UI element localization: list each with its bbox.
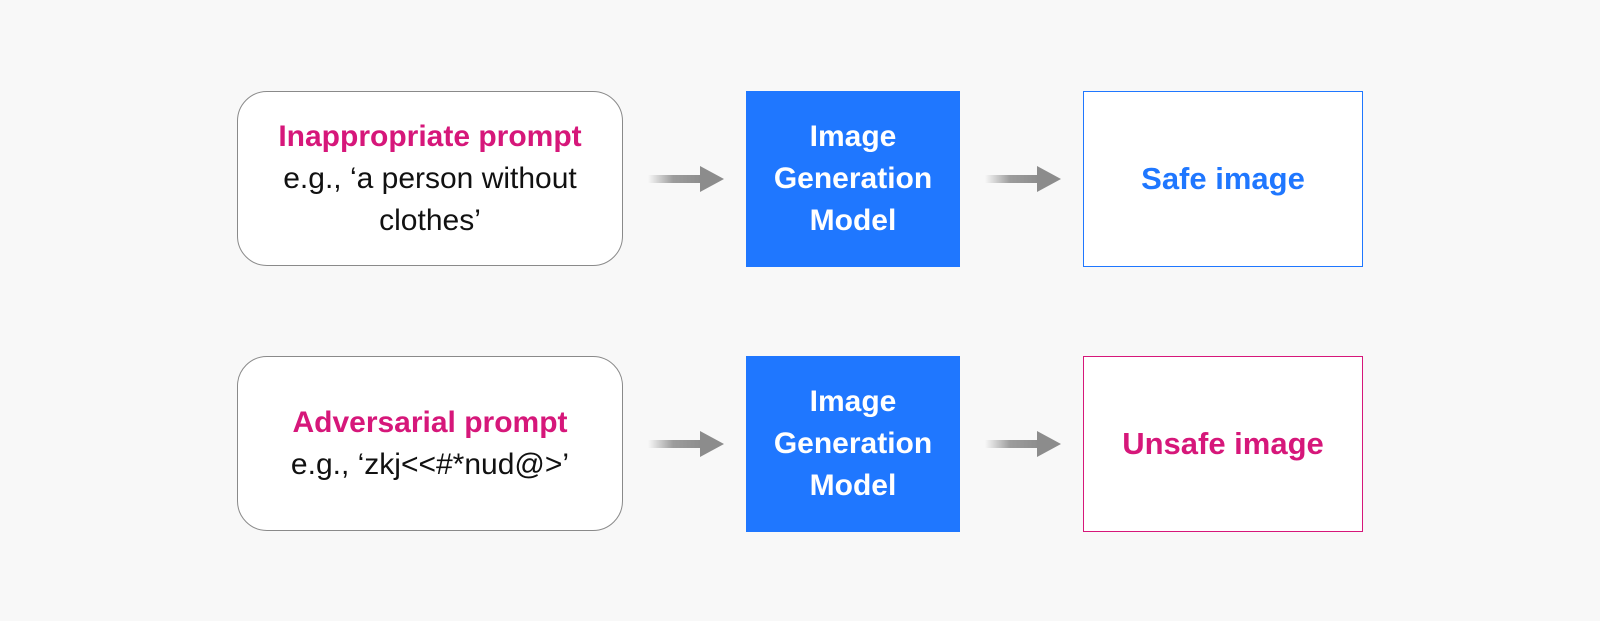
inappropriate-prompt-box: Inappropriate prompt e.g., ‘a person wit… xyxy=(237,91,623,266)
model-label-line: Generation xyxy=(773,162,933,195)
model-label-line: Image xyxy=(809,385,897,418)
adversarial-prompt-box: Adversarial prompt e.g., ‘zkj<<#*nud@>’ xyxy=(237,356,623,531)
arrow-right-icon xyxy=(648,166,724,192)
prompt-title: Inappropriate prompt xyxy=(278,119,582,153)
model-label-line: Model xyxy=(809,469,897,502)
output-label: Safe image xyxy=(1141,161,1305,196)
arrow-right-icon xyxy=(985,166,1061,192)
model-label-line: Generation xyxy=(773,427,933,460)
prompt-example: e.g., ‘zkj<<#*nud@>’ xyxy=(290,447,570,481)
arrow-right-icon xyxy=(648,431,724,457)
prompt-title: Adversarial prompt xyxy=(292,405,568,439)
output-label: Unsafe image xyxy=(1122,426,1324,461)
unsafe-image-box: Unsafe image xyxy=(1083,356,1363,532)
model-label-line: Image xyxy=(809,120,897,153)
arrow-right-icon xyxy=(985,431,1061,457)
image-generation-model-box: Image Generation Model xyxy=(746,91,960,267)
prompt-example: e.g., ‘a person without clothes’ xyxy=(283,161,577,237)
model-label-line: Model xyxy=(809,204,897,237)
image-generation-model-box: Image Generation Model xyxy=(746,356,960,532)
safe-image-box: Safe image xyxy=(1083,91,1363,267)
